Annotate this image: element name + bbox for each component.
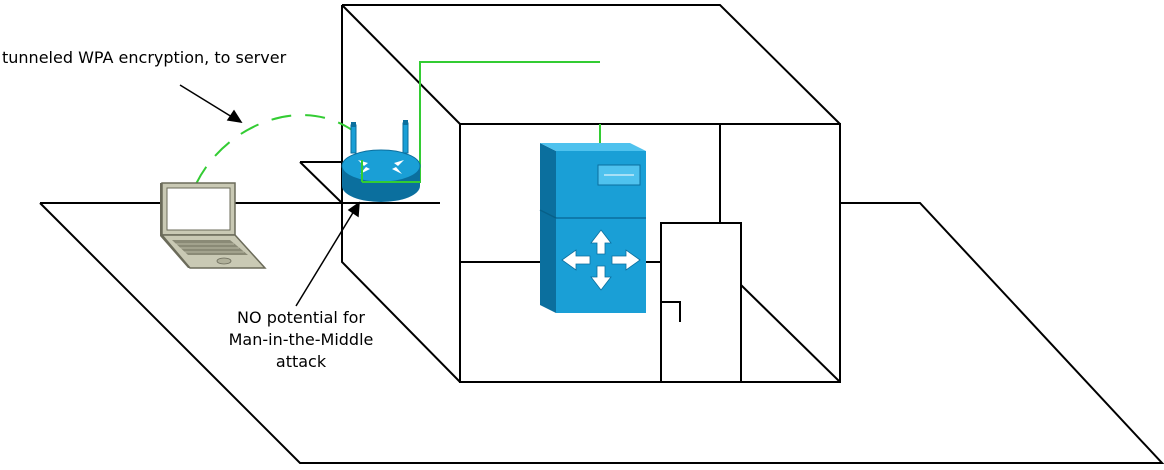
door-handle — [661, 301, 681, 322]
mitm-arrow-head — [347, 201, 360, 218]
building — [341, 4, 841, 383]
mitm-arrow-line — [295, 210, 355, 307]
building-roof — [342, 4, 841, 125]
tunnel-arrow-head — [226, 109, 243, 123]
mitm-label-line2: Man-in-the-Middle — [229, 330, 374, 349]
mitm-label-line1: NO potential for — [237, 308, 365, 327]
building-left-wall — [341, 5, 461, 383]
annotation-arrows — [179, 84, 360, 307]
mitm-label-line3: attack — [276, 352, 327, 371]
floor-diagonal-right — [740, 284, 841, 383]
tunnel-label: tunneled WPA encryption, to server — [2, 48, 287, 67]
laptop-icon — [160, 182, 267, 269]
switch-server-icon — [539, 143, 646, 313]
wireless-router-icon — [341, 120, 421, 202]
wireless-dashed-arc — [195, 114, 353, 185]
building-front — [459, 123, 841, 383]
roof-diagonal — [341, 4, 461, 125]
tunnel-arrow-line — [179, 84, 233, 118]
